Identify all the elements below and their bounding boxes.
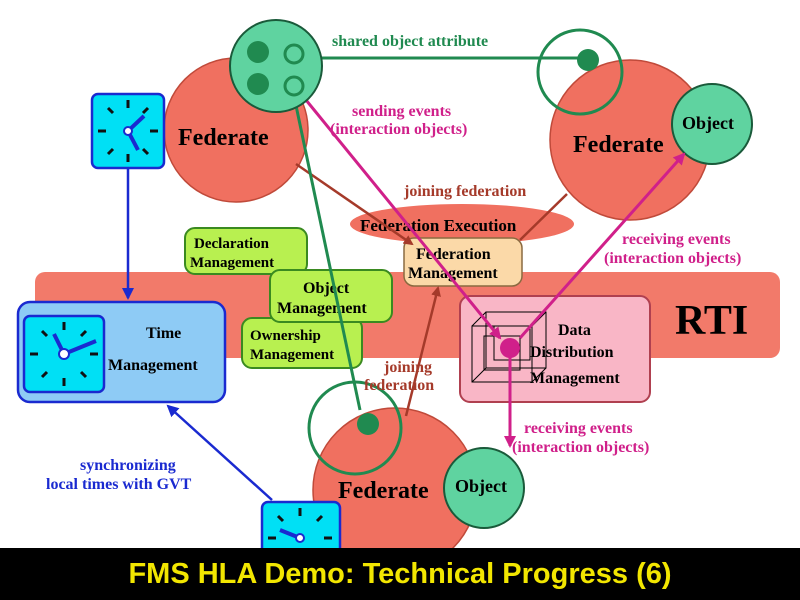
federation-execution-label: Federation Execution [360, 216, 517, 235]
ddm-box [459, 295, 651, 403]
slide-title: FMS HLA Demo: Technical Progress (6) [128, 557, 672, 590]
clock-icon-time-management [22, 314, 106, 394]
joining-federation-top-label: joining federation [403, 183, 526, 200]
shared-object-attribute-label: shared object attribute [332, 33, 488, 50]
time-management-line2: Management [108, 357, 198, 374]
federation-management-box [403, 237, 523, 287]
ownership-management-line1: Ownership [250, 328, 321, 344]
federate-top-left-label: Federate [178, 125, 269, 151]
synchronizing-arrow [166, 404, 273, 501]
hla-architecture-diagram: RTI Federate Federate Federate Federatio… [16, 19, 780, 548]
joining-federation-arrow-top [295, 162, 414, 246]
receiving-events-right-line2: (interaction objects) [604, 250, 741, 267]
shared-attribute-dot-top-right [577, 49, 599, 71]
declaration-management-line1: Declaration [194, 236, 270, 252]
federation-execution [350, 204, 574, 244]
joining-federation-arrow-right [519, 193, 568, 241]
receiving-events-arrow-right [518, 152, 686, 339]
receiving-events-bottom-line2: (interaction objects) [512, 439, 649, 456]
declaration-management-box [184, 227, 308, 275]
federation-management-line2: Management [408, 265, 498, 282]
ddm-line2: Distribution [530, 344, 614, 361]
object-bottom [443, 447, 525, 529]
clock-icon-top [90, 92, 166, 170]
joining-federation-arrow-bottom [404, 286, 441, 417]
synchronizing-line2: local times with GVT [46, 476, 192, 493]
shared-attribute-dot-bottom [357, 413, 379, 435]
shared-attribute-node [229, 19, 323, 113]
clock-icon-bottom [260, 500, 342, 548]
object-bottom-label: Object [455, 476, 507, 496]
synchronizing-line1: synchronizing [80, 457, 176, 474]
joining-federation-mid-line2: federation [364, 377, 434, 394]
slide-footer: FMS HLA Demo: Technical Progress (6) [0, 548, 800, 600]
declaration-management-line2: Management [190, 255, 274, 271]
sending-events-line2: (interaction objects) [330, 121, 467, 138]
federate-top-right-label: Federate [573, 132, 664, 158]
federate-bottom-label: Federate [338, 478, 429, 504]
rti-label: RTI [675, 298, 748, 344]
sending-events-line1: sending events [352, 103, 451, 120]
time-management-line1: Time [146, 325, 181, 342]
object-top-right [671, 83, 753, 165]
ddm-line3: Management [530, 370, 620, 387]
sending-events-arrow [304, 99, 502, 340]
shared-attribute-line-down [292, 95, 362, 411]
joining-federation-mid-line1: joining [383, 359, 432, 376]
shared-attribute-ring-top-right [536, 28, 624, 116]
ownership-management-line2: Management [250, 347, 334, 363]
object-management-line1: Object [303, 280, 350, 297]
cube-icon [471, 311, 547, 383]
ddm-hub-dot [500, 338, 520, 358]
ddm-line1: Data [558, 322, 591, 339]
object-top-right-label: Object [682, 113, 734, 133]
receiving-events-bottom-line1: receiving events [524, 420, 633, 437]
receiving-events-right-line1: receiving events [622, 231, 731, 248]
object-management-line2: Management [277, 300, 367, 317]
